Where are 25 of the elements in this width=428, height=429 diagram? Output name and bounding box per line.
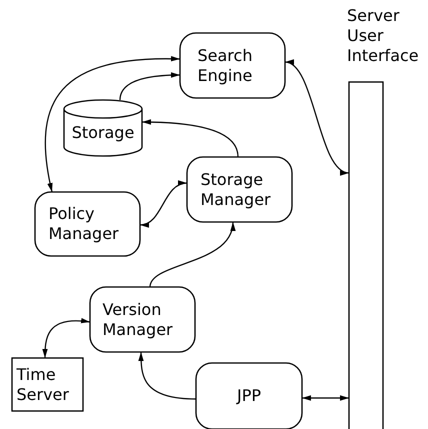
process-box	[195, 362, 303, 429]
process-box	[179, 32, 286, 99]
process-box	[186, 156, 293, 223]
process-box	[34, 191, 141, 257]
arrow	[44, 56, 180, 192]
arrow	[119, 72, 180, 100]
node-label: Search Engine	[198, 46, 254, 86]
arrow	[284, 61, 350, 174]
process-box	[89, 286, 196, 353]
node-label: Server User Interface	[347, 6, 420, 66]
arrow	[149, 222, 234, 288]
node-label: Time Server	[16, 364, 70, 404]
arrow	[140, 182, 188, 226]
node-label: Storage	[72, 122, 134, 142]
interface-bar	[348, 81, 384, 429]
arrow	[42, 318, 90, 358]
node-label: Policy Manager	[48, 204, 120, 244]
arrow	[142, 119, 239, 158]
arrow	[302, 395, 349, 401]
node-label: Version Manager	[102, 300, 174, 340]
arrow	[138, 352, 196, 400]
process-box	[11, 357, 84, 412]
node-label: JPP	[236, 386, 261, 406]
node-label: Storage Manager	[200, 170, 272, 210]
storage-cylinder	[63, 99, 143, 157]
